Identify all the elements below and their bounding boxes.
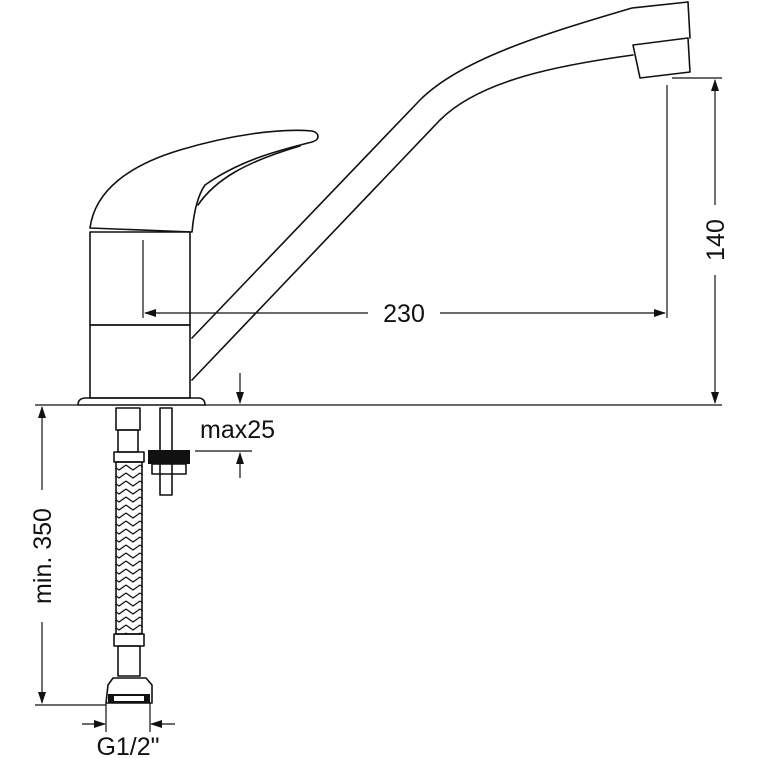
dimension-thread: G1/2" [82,703,175,758]
lever-handle-detail [197,145,301,206]
lever-handle [89,129,319,233]
flexible-hose [105,407,153,704]
spout-reach-label: 230 [383,300,425,328]
dimension-mount-thickness: max25 [195,373,275,478]
faucet-body [77,231,206,406]
dimension-spout-height: 140 [205,77,730,406]
base-plate [77,397,206,406]
mounting-rod [148,407,190,496]
aerator [632,37,691,79]
spout-height-label: 140 [702,219,730,261]
dimension-hose-length: min. 350 [29,404,106,706]
hose-length-label: min. 350 [29,508,57,604]
mount-thickness-label: max25 [200,416,275,444]
thread-label: G1/2" [96,733,159,758]
braided-hose [115,461,143,635]
spout [191,1,691,381]
dimension-spout-reach: 230 [142,85,668,328]
